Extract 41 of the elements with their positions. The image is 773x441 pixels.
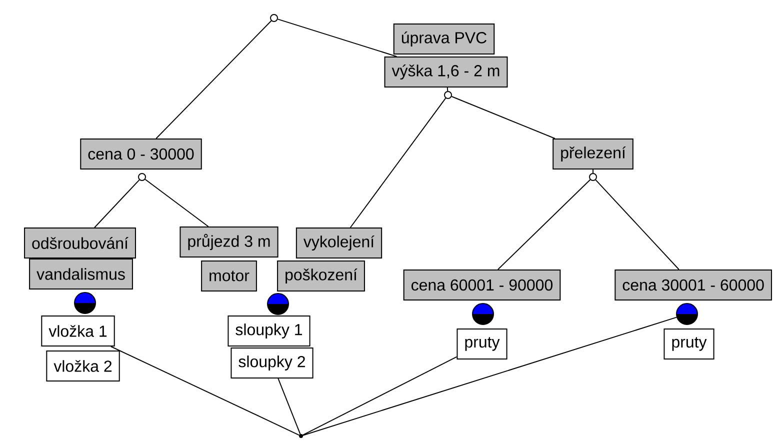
connector-line <box>595 179 680 270</box>
connector-line <box>451 96 556 139</box>
attribute-box: cena 60001 - 90000 <box>403 270 561 300</box>
object-box: pruty <box>664 328 714 360</box>
object-box: sloupky 2 <box>230 348 314 378</box>
connector-line <box>94 179 140 228</box>
attribute-box: cena 30001 - 60000 <box>614 270 772 300</box>
attribute-box: vykolejení <box>296 228 382 258</box>
concept-circle <box>444 91 452 99</box>
concept-circle <box>472 303 494 325</box>
connector-line <box>156 20 272 139</box>
connector-line <box>497 179 591 270</box>
object-box: pruty <box>456 328 508 360</box>
attribute-box: průjezd 3 m <box>180 226 278 258</box>
concept-circle <box>676 303 698 325</box>
concept-circle <box>270 14 278 22</box>
object-box: vložka 2 <box>46 350 120 382</box>
object-box: vložka 1 <box>41 316 115 346</box>
attribute-box: motor <box>201 260 257 292</box>
attribute-box: úprava PVC <box>393 24 495 54</box>
connector-line <box>144 178 209 227</box>
connector-line <box>350 98 446 228</box>
connector-line <box>302 316 677 436</box>
connector-line <box>278 378 301 435</box>
attribute-box: výška 1,6 - 2 m <box>384 56 508 88</box>
object-box: sloupky 1 <box>228 316 310 346</box>
connector-line <box>302 356 458 436</box>
attribute-box: cena 0 - 30000 <box>80 138 202 170</box>
attribute-box: poškození <box>277 260 365 292</box>
concept-circle <box>138 173 146 181</box>
connector-line <box>277 18 398 57</box>
concept-circle <box>589 173 597 181</box>
attribute-box: vandalismus <box>29 258 133 290</box>
connector-line <box>446 87 448 92</box>
connector-line <box>110 346 300 436</box>
attribute-box: odšroubování <box>24 228 136 258</box>
concept-circle <box>267 293 289 315</box>
concept-circle <box>299 434 303 438</box>
connector-line <box>592 169 594 174</box>
attribute-box: přelezení <box>552 138 634 170</box>
concept-circle <box>74 292 96 314</box>
